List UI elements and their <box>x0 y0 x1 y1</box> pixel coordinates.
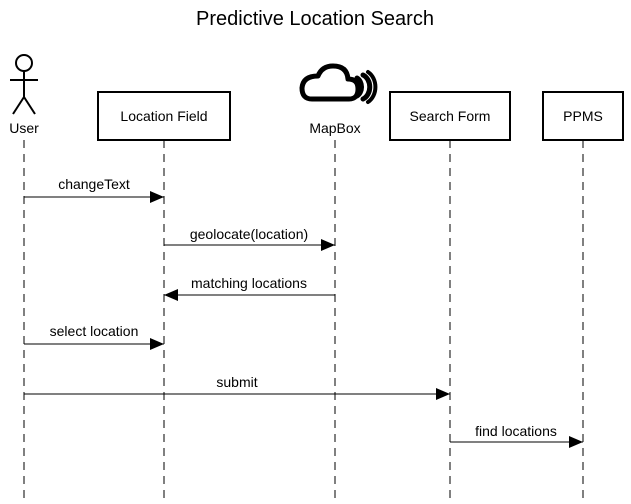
participant-box-location-field <box>97 91 231 141</box>
diagram-title: Predictive Location Search <box>196 8 434 30</box>
participant-box-search-form <box>389 91 511 141</box>
participant-search-form: Search Form <box>389 91 511 141</box>
message-label: matching locations <box>191 275 307 291</box>
cloud-icon <box>299 63 378 104</box>
participant-label-location-field: Location Field <box>120 108 207 124</box>
participant-label-search-form: Search Form <box>410 108 491 124</box>
message-submit: submit <box>24 374 450 400</box>
message-label: find locations <box>475 423 557 439</box>
message-select-location: select location <box>24 323 164 350</box>
participant-mapbox: MapBox <box>299 63 378 136</box>
message-geolocate: geolocate(location) <box>164 226 335 251</box>
participant-label-ppms: PPMS <box>563 108 603 124</box>
message-label: geolocate(location) <box>190 226 308 242</box>
message-matching-locations: matching locations <box>164 275 335 301</box>
participant-box-ppms <box>542 91 624 141</box>
participant-ppms: PPMS <box>542 91 624 141</box>
message-label: select location <box>50 323 139 339</box>
participant-label-user: User <box>9 120 39 136</box>
message-label: changeText <box>58 176 130 192</box>
message-change-text: changeText <box>24 176 164 203</box>
message-label: submit <box>216 374 257 390</box>
participant-user: User <box>9 54 39 136</box>
message-find-locations: find locations <box>450 423 583 448</box>
participant-location-field: Location Field <box>97 91 231 141</box>
stick-figure-icon <box>10 54 38 115</box>
participant-label-mapbox: MapBox <box>309 120 360 136</box>
lifelines <box>23 140 584 504</box>
